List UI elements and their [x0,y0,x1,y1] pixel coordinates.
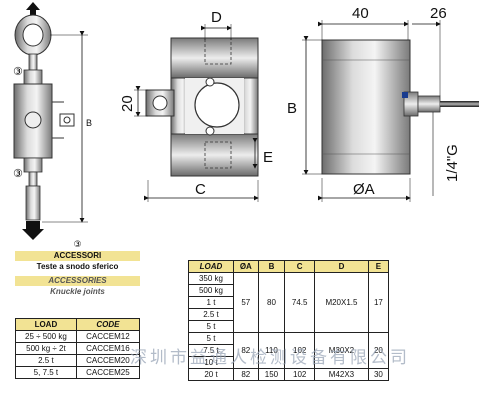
watermark-text: 深圳市益通人检测设备有限公司 [130,348,410,367]
table-row: 20 t 82 150 102 M42X3 30 [188,368,390,381]
label-20: 20 [119,95,136,112]
table-header: LOAD [15,318,77,331]
table-header: B [257,260,286,273]
arrow-up-icon [26,2,40,16]
load-cell-front-view [134,24,259,202]
arrow-down-icon [22,221,44,240]
nut-top [23,69,43,85]
label-d: D [211,9,222,26]
accessories-title-en: ACCESSORIES [15,276,140,286]
label-b-large: B [287,100,297,117]
table-header: E [367,260,390,273]
label-b-small: B [86,118,92,128]
accessories-circle-marker: ③ [73,240,82,250]
accessories-title: ACCESSORI [15,251,140,261]
table-header: LOAD [188,260,234,273]
label-c: C [195,181,206,198]
label-40: 40 [352,5,369,22]
label-26: 26 [430,5,447,22]
label-thread: 1/4"G [444,144,461,182]
accessories-block: ③ ACCESSORI Teste a snodo sferico ACCESS… [15,240,140,297]
accessory-marker-bottom: ③ [13,167,23,180]
load-dimension-table: LOAD ØA B C D E 350 kg 57 80 74.5 M20X1.… [188,260,390,381]
label-phi-a: ØA [353,181,375,198]
accessories-subtitle-en: Knuckle joints [50,287,105,296]
table-header: ØA [233,260,259,273]
nut-bottom [23,157,43,173]
accessory-marker-top: ③ [13,65,23,78]
load-cell-side-view [302,20,479,202]
table-header: CODE [75,318,141,331]
table-header: D [314,260,369,273]
label-e: E [263,149,273,166]
load-cell-assembly [13,2,88,240]
table-row: 5 t 82 110 102 M30X2 20 [188,332,390,369]
accessories-subtitle: Teste a snodo sferico [36,262,119,271]
table-row: 350 kg 57 80 74.5 M20X1.5 17 [188,272,390,333]
connector-mark [402,92,408,98]
table-header: C [284,260,316,273]
